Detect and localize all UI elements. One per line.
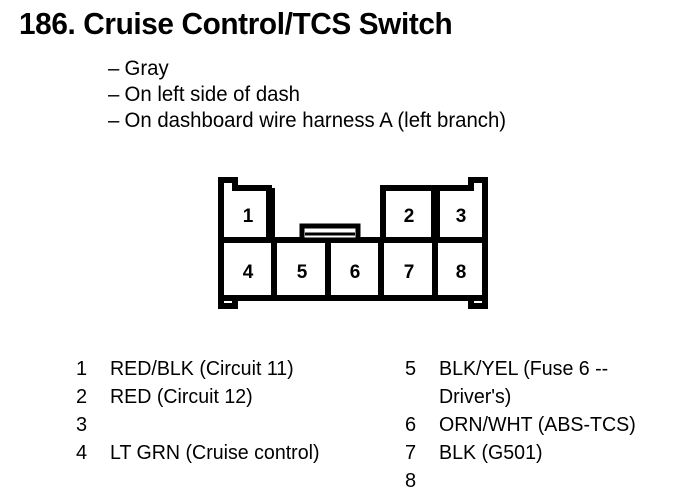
pin-legend: 1 RED/BLK (Circuit 11) 2 RED (Circuit 12… [0, 355, 688, 502]
pin-number-4: 4 [243, 262, 254, 283]
note-text: On left side of dash [124, 83, 301, 106]
legend-pin-label [110, 411, 390, 439]
legend-pin-number: 8 [405, 470, 417, 492]
note-dash-icon: – [108, 57, 120, 80]
legend-row: 5 BLK/YEL (Fuse 6 -- Driver's) [405, 355, 688, 411]
legend-pin-label: RED (Circuit 12) [110, 386, 253, 408]
note-dash-icon: – [108, 83, 120, 106]
legend-pin-number: 6 [405, 414, 417, 436]
pin-number-5: 5 [297, 262, 308, 283]
note-line: –On dashboard wire harness A (left branc… [108, 108, 632, 134]
pin-legend-right-column: 5 BLK/YEL (Fuse 6 -- Driver's) 6 ORN/WHT… [405, 355, 688, 495]
legend-row: 6 ORN/WHT (ABS-TCS) [405, 411, 688, 439]
pin-number-7: 7 [404, 262, 415, 283]
legend-row: 8 [405, 467, 688, 495]
legend-row: 3 [76, 411, 396, 439]
legend-pin-label: RED/BLK (Circuit 11) [110, 358, 294, 380]
legend-pin-label: BLK/YEL (Fuse 6 -- Driver's) [439, 358, 609, 408]
legend-pin-number: 5 [405, 358, 417, 380]
notes-list: –Gray –On left side of dash –On dashboar… [108, 56, 648, 134]
legend-pin-label: ORN/WHT (ABS-TCS) [439, 414, 636, 436]
connector-svg: 1 2 3 4 5 6 7 8 [218, 177, 488, 309]
pin-number-1: 1 [243, 206, 254, 227]
legend-pin-number: 7 [405, 442, 417, 464]
note-text: On dashboard wire harness A (left branch… [124, 109, 507, 132]
pin-number-3: 3 [456, 206, 467, 227]
legend-row: 4 LT GRN (Cruise control) [76, 439, 396, 467]
legend-pin-label: BLK (G501) [439, 442, 543, 464]
legend-pin-number: 2 [76, 386, 88, 408]
legend-pin-number: 4 [76, 442, 88, 464]
legend-row: 1 RED/BLK (Circuit 11) [76, 355, 396, 383]
note-dash-icon: – [108, 109, 120, 132]
note-line: –Gray [108, 56, 632, 82]
legend-pin-number: 1 [76, 358, 88, 380]
legend-row: 7 BLK (G501) [405, 439, 688, 467]
pin-legend-left-column: 1 RED/BLK (Circuit 11) 2 RED (Circuit 12… [76, 355, 396, 467]
note-line: –On left side of dash [108, 82, 632, 108]
legend-pin-label [439, 467, 683, 495]
pin-number-2: 2 [404, 206, 415, 227]
connector-diagram: 1 2 3 4 5 6 7 8 [218, 177, 488, 309]
page-title: 186. Cruise Control/TCS Switch [19, 6, 453, 41]
pin-number-8: 8 [456, 262, 467, 283]
pin-number-6: 6 [350, 262, 361, 283]
legend-pin-label: LT GRN (Cruise control) [110, 442, 320, 464]
legend-row: 2 RED (Circuit 12) [76, 383, 396, 411]
legend-pin-number: 3 [76, 414, 88, 436]
note-text: Gray [124, 57, 169, 80]
